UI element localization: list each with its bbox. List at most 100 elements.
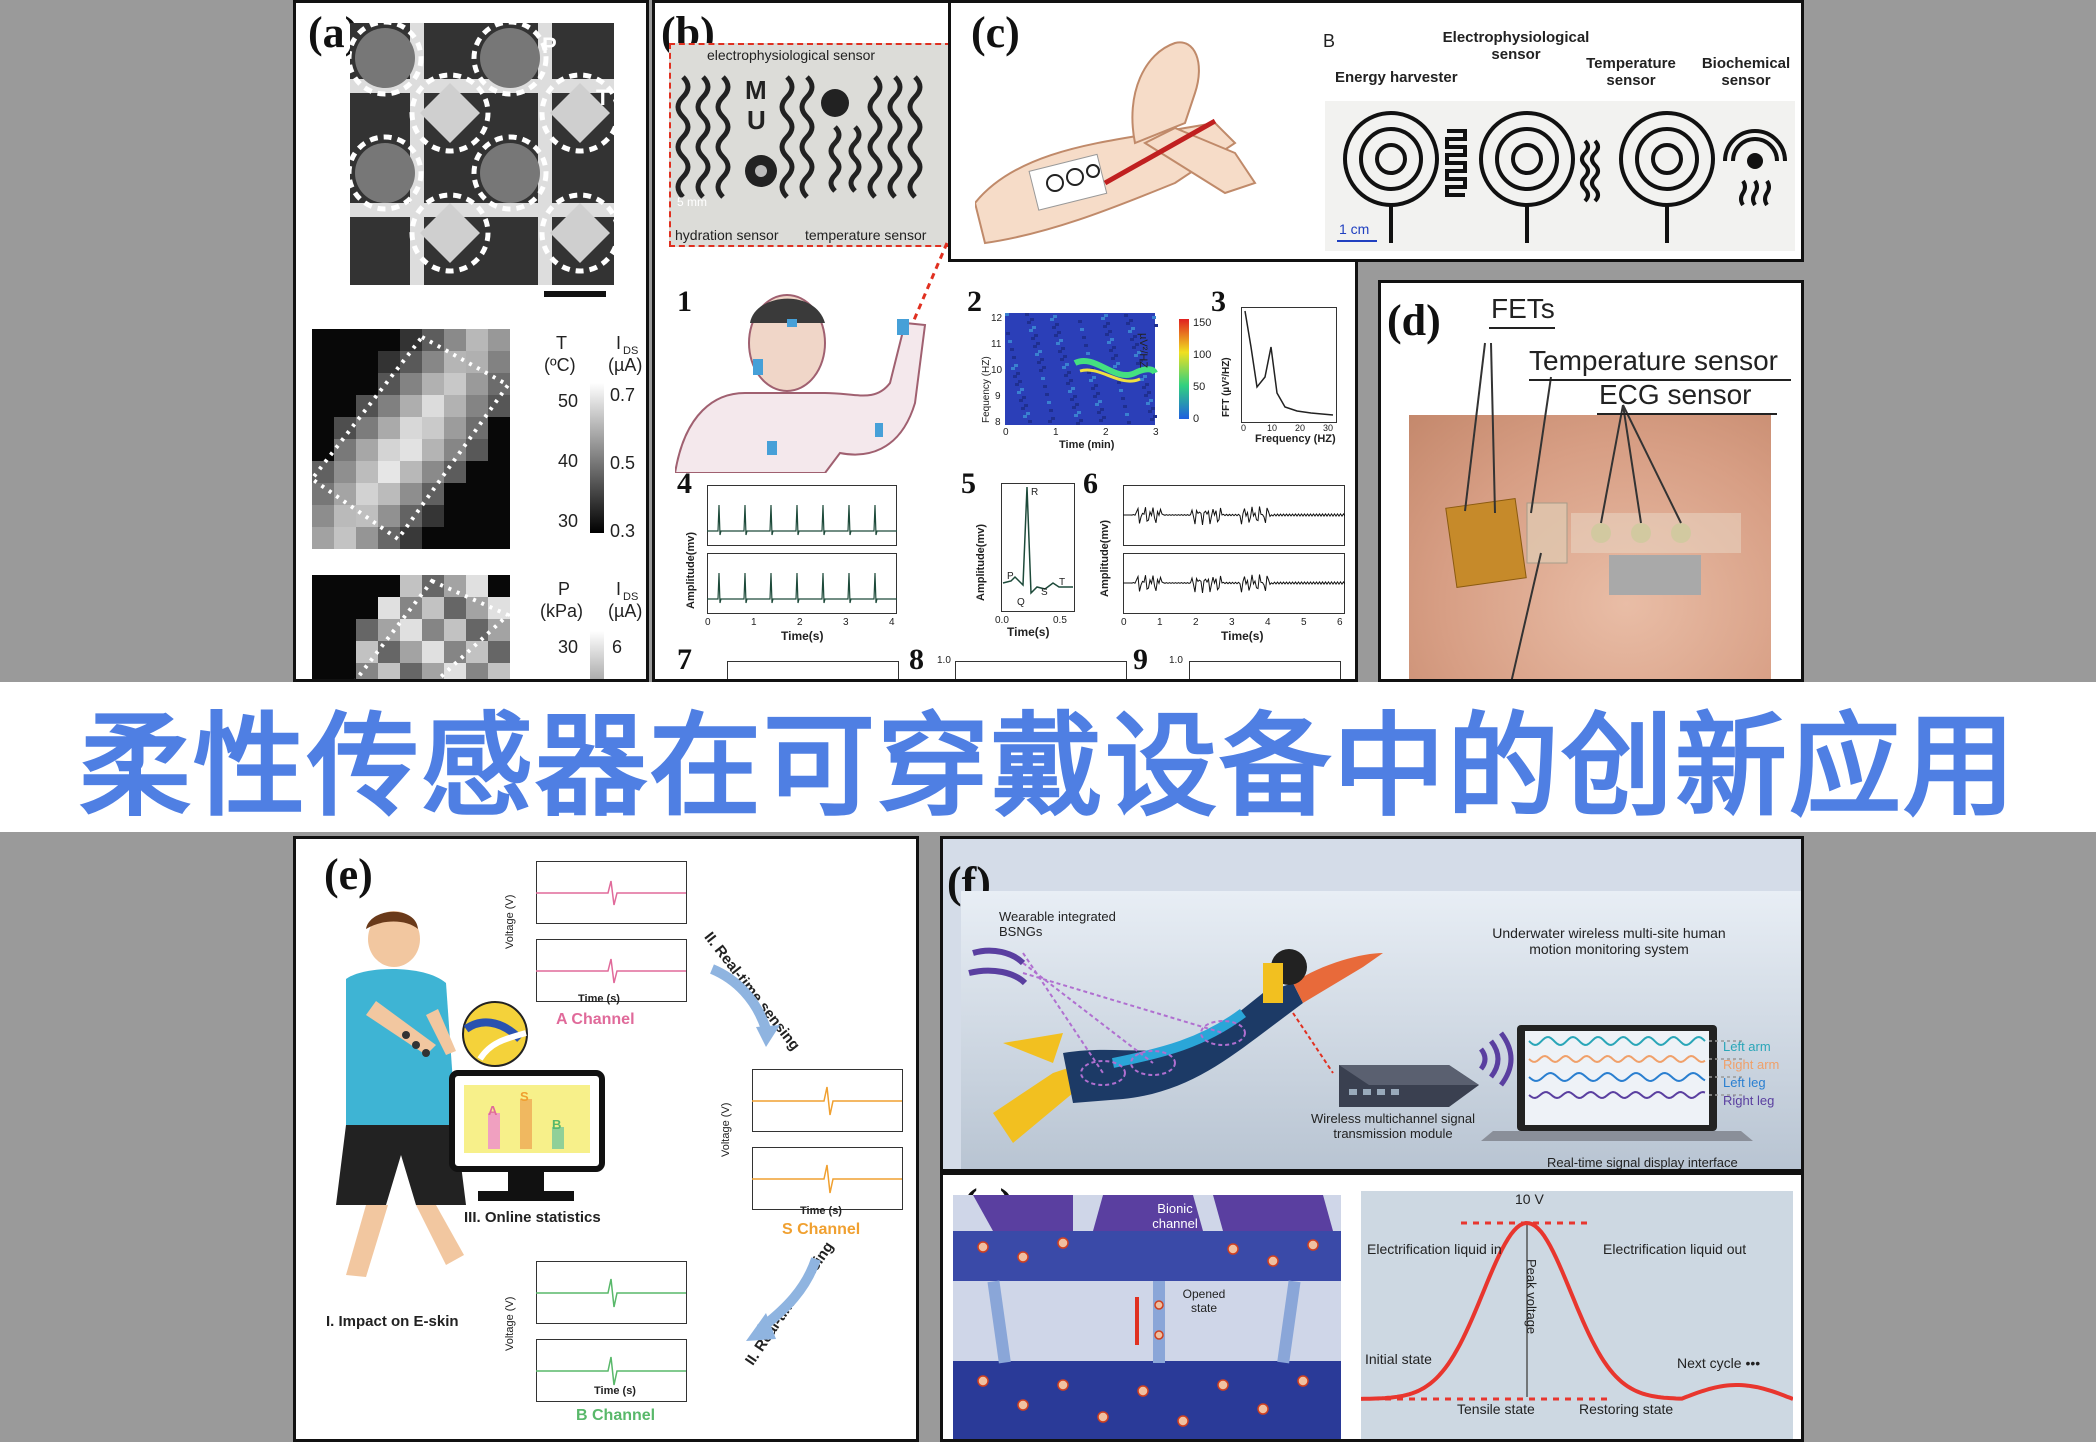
spectrogram-pixel (1140, 378, 1144, 381)
spectrogram-pixel (1043, 385, 1047, 388)
banner-title: 柔性传感器在可穿戴设备中的创新应用 (79, 702, 2017, 832)
map1-tick-left-0: 50 (558, 391, 579, 411)
curved-arrow-1 (709, 964, 780, 1047)
spectrogram-pixel (1098, 400, 1102, 403)
spectrogram-pixel (1089, 379, 1093, 382)
spectrogram-pixel (1087, 371, 1091, 374)
spectrogram-pixel (1056, 342, 1060, 345)
laptop-display (1481, 1025, 1753, 1141)
spec-ytick-0: 12 (991, 313, 1003, 324)
s-time-label: Time (s) (800, 1205, 842, 1217)
subfig-4: 4 (677, 467, 692, 500)
heatmap-cell (356, 483, 378, 505)
legend-right-leg: Right leg (1723, 1093, 1775, 1108)
spectrogram-pixel (1026, 412, 1030, 415)
spectrogram-pixel (1154, 324, 1158, 327)
spec-cbar-tick-2: 50 (1193, 381, 1206, 393)
heatmap-cell (422, 417, 444, 439)
heatmap-cell (334, 461, 356, 483)
map1-tick-left-1: 40 (558, 451, 579, 471)
panel-e-label: (e) (324, 850, 373, 899)
s-channel-label: S Channel (782, 1221, 861, 1238)
heatmap-cell (488, 329, 510, 351)
heatmap-cell (378, 351, 400, 373)
subfig-6: 6 (1083, 467, 1098, 500)
emg-xtick-3: 3 (1229, 617, 1235, 628)
spectrogram-pixel (1068, 390, 1072, 393)
spec-ytick-4: 8 (995, 417, 1001, 428)
spectrogram-colorbar (1179, 319, 1189, 419)
liquid-out-label: Electrification liquid out (1603, 1241, 1747, 1257)
spectrogram-pixel (1124, 314, 1128, 317)
spectrogram-pixel (1051, 417, 1055, 420)
bar-label-b: B (552, 1117, 562, 1132)
volleyball-player-illustration (336, 911, 466, 1277)
b-time-label: Time (s) (594, 1385, 636, 1397)
spectrogram-pixel (1152, 316, 1156, 319)
ecg-xtick-3: 3 (843, 617, 849, 628)
map2-unit-left: P (558, 579, 571, 599)
heatmap-cell (378, 597, 400, 619)
colorbar-2 (590, 631, 604, 679)
heatmap-cell (422, 395, 444, 417)
spectrogram-pixel (1096, 392, 1100, 395)
spectrogram-pixel (1123, 405, 1127, 408)
spectrogram-pixel (1011, 367, 1015, 370)
spectrogram-pixel (1053, 315, 1057, 318)
spectrogram-pixel (1025, 313, 1029, 316)
heatmap-cell (378, 373, 400, 395)
heatmap-cell (444, 461, 466, 483)
temperature-map (312, 329, 510, 549)
spectrogram-pixel (1036, 342, 1040, 345)
plot-9-frame (1189, 661, 1341, 679)
heatmap-cell (334, 527, 356, 549)
display-label: Real-time signal display interface (1547, 1155, 1738, 1170)
spectrogram-pixel (1126, 322, 1130, 325)
heatmap-cell (334, 417, 356, 439)
spectrogram-pixel (1105, 333, 1109, 336)
heatmap-cell (466, 439, 488, 461)
sensor-array-micrograph (350, 23, 614, 285)
bar-label-s: S (520, 1089, 529, 1104)
ecg-underline (1597, 413, 1777, 415)
spectrogram-pixel (1095, 403, 1099, 406)
map2-unit-right: I (616, 579, 622, 599)
spectrogram-plot (1005, 313, 1158, 425)
fft-xtick-1: 10 (1267, 423, 1278, 433)
emg-xtick-5: 5 (1301, 617, 1307, 628)
spectrogram-pixel (1034, 334, 1038, 337)
heatmap-cell (444, 395, 466, 417)
spectrogram-pixel (1075, 403, 1079, 406)
svg-text:M: M (745, 75, 767, 105)
heatmap-cell (466, 417, 488, 439)
person-illustration (675, 294, 927, 473)
spectrogram-pixel (1121, 397, 1125, 400)
panel-d-label: (d) (1387, 296, 1441, 345)
spec-ytick-3: 9 (995, 391, 1001, 402)
heatmap-cell (466, 575, 488, 597)
fft-ylabel: FFT (µV²/HZ) (1221, 357, 1232, 417)
spectrogram-pixel (1148, 410, 1152, 413)
spectrogram-pixel (1114, 354, 1118, 357)
spectrogram-pixel (1064, 374, 1068, 377)
spectrogram-pixel (1143, 375, 1147, 378)
heatmap-cell (378, 395, 400, 417)
spectrogram-pixel (1061, 347, 1065, 350)
a-voltage-label: Voltage (V) (504, 894, 516, 949)
heatmap-cell (312, 527, 334, 549)
peak-voltage-label: Peak voltage (1524, 1259, 1539, 1335)
spectrogram-pixel (1151, 407, 1155, 410)
map2-unit-left2: (kPa) (540, 601, 584, 621)
spectrogram-pixel (1035, 353, 1039, 356)
heatmap-cell (466, 597, 488, 619)
spectrogram-pixel (1065, 363, 1069, 366)
pqrst-p: P (1007, 571, 1014, 582)
heatmap-cell (444, 619, 466, 641)
spectrogram-pixel (1146, 402, 1150, 405)
heatmap-cell (378, 505, 400, 527)
spectrogram-pixel (1076, 422, 1080, 425)
spectrogram-pixel (1108, 330, 1112, 333)
map2-tick-left-0: 30 (558, 637, 579, 657)
marker-p: P (542, 33, 557, 58)
zoom-connector (909, 242, 949, 328)
